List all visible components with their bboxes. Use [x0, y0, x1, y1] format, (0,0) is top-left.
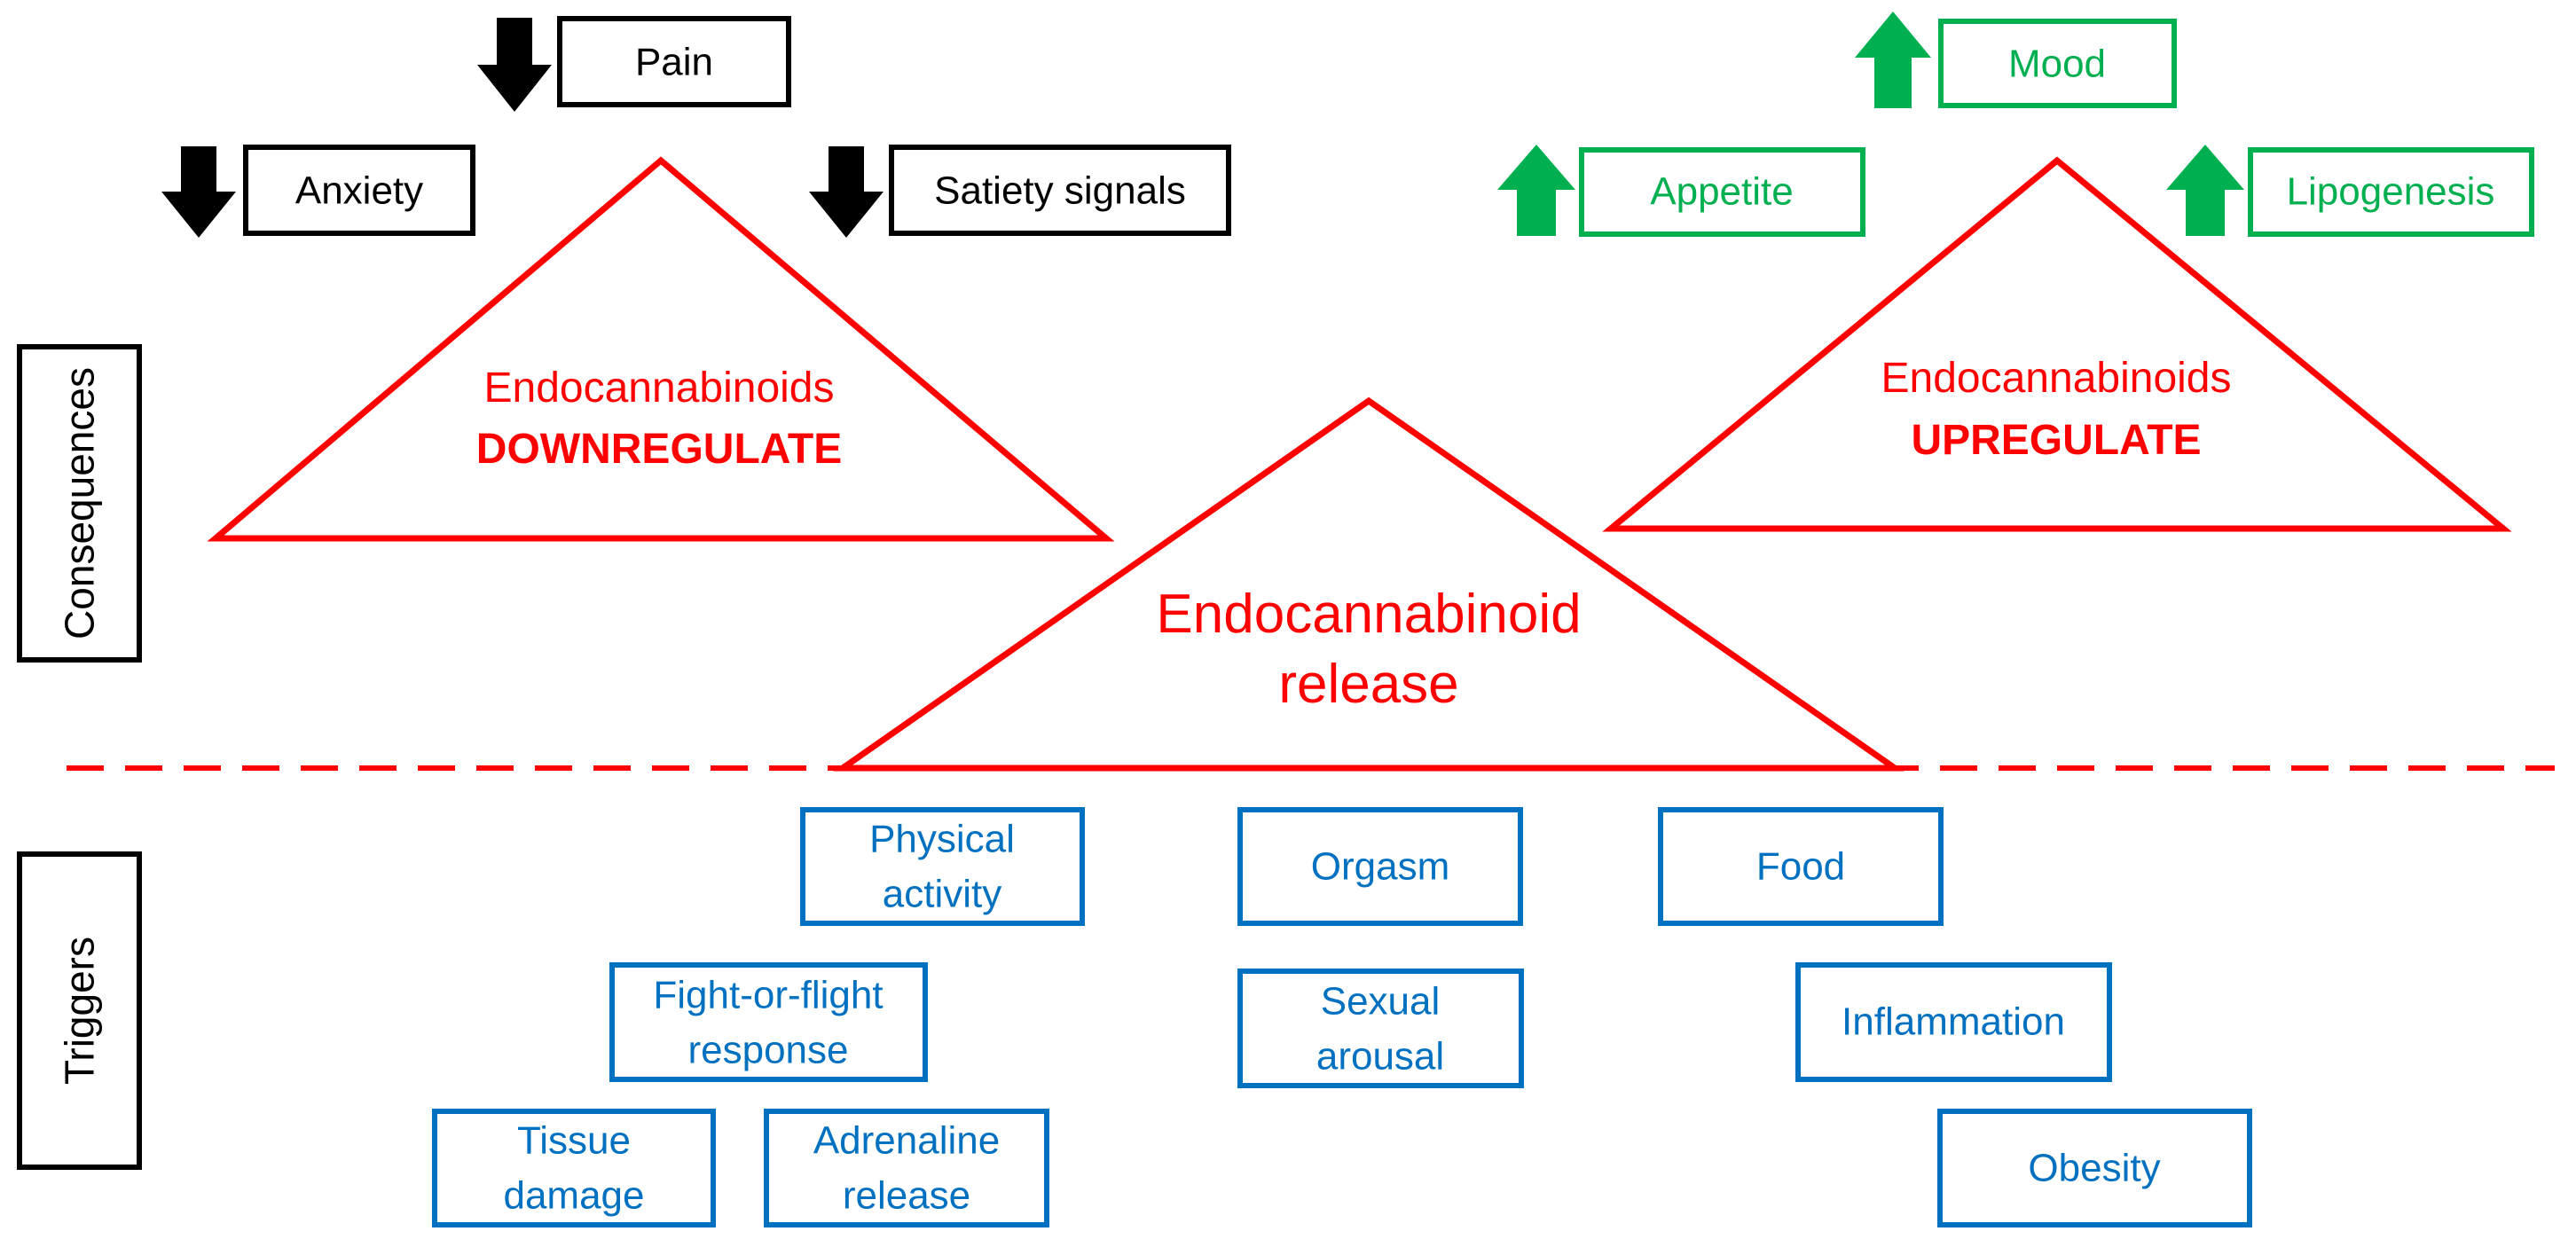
trigger-sexual-arousal: Sexual arousal [1237, 969, 1524, 1088]
downregulate-title: Endocannabinoids [484, 365, 835, 412]
trigger-physical-activity-line1: Physical [869, 818, 1015, 861]
effect-lipogenesis: Lipogenesis [2166, 145, 2534, 237]
trigger-food-label: Food [1756, 845, 1845, 889]
downregulate-triangle [207, 156, 1115, 542]
effect-pain-label: Pain [635, 41, 713, 84]
effect-lipogenesis-label: Lipogenesis [2287, 170, 2495, 214]
effect-satiety-signals-label: Satiety signals [934, 169, 1186, 213]
effect-mood: Mood [1855, 12, 2177, 108]
trigger-adrenaline-release-line2: release [843, 1174, 970, 1218]
effect-anxiety: Anxiety [161, 145, 475, 238]
trigger-physical-activity: Physical activity [800, 807, 1085, 926]
down-arrow-icon [477, 18, 552, 112]
trigger-adrenaline-release: Adrenaline release [764, 1109, 1049, 1227]
consequences-label-box: Consequences [17, 344, 142, 663]
consequences-label: Consequences [57, 367, 103, 639]
trigger-physical-activity-line2: activity [883, 873, 1001, 916]
effect-mood-label: Mood [2008, 43, 2106, 86]
trigger-inflammation: Inflammation [1795, 962, 2112, 1082]
upregulate-subtitle: UPREGULATE [1911, 417, 2201, 464]
trigger-sexual-arousal-line2: arousal [1316, 1035, 1444, 1078]
down-arrow-icon [161, 146, 236, 238]
trigger-fight-or-flight-line1: Fight-or-flight [653, 974, 883, 1017]
release-title: Endocannabinoid [1156, 584, 1581, 645]
up-arrow-icon [2166, 145, 2244, 236]
effect-anxiety-label: Anxiety [295, 169, 423, 213]
trigger-orgasm: Orgasm [1237, 807, 1523, 926]
effect-pain: Pain [477, 16, 791, 112]
effect-appetite-label: Appetite [1650, 170, 1793, 214]
trigger-tissue-damage: Tissue damage [432, 1109, 716, 1227]
trigger-obesity-label: Obesity [2028, 1147, 2160, 1190]
upregulate-triangle [1602, 156, 2512, 532]
effect-appetite: Appetite [1497, 145, 1865, 237]
downregulate-subtitle: DOWNREGULATE [476, 426, 842, 473]
down-arrow-icon [809, 146, 884, 238]
up-arrow-icon [1855, 12, 1931, 108]
trigger-inflammation-label: Inflammation [1842, 1000, 2065, 1044]
trigger-fight-or-flight-line2: response [687, 1029, 848, 1072]
triggers-label-box: Triggers [17, 851, 142, 1170]
trigger-adrenaline-release-line1: Adrenaline [813, 1119, 1000, 1163]
effect-satiety-signals: Satiety signals [809, 145, 1231, 238]
release-subtitle: release [1278, 654, 1458, 715]
trigger-food: Food [1658, 807, 1944, 926]
release-triangle [832, 396, 1905, 772]
up-arrow-icon [1497, 145, 1575, 236]
trigger-orgasm-label: Orgasm [1311, 845, 1449, 889]
trigger-sexual-arousal-line1: Sexual [1321, 980, 1441, 1023]
trigger-fight-or-flight-response: Fight-or-flight response [609, 962, 928, 1082]
upregulate-title: Endocannabinoids [1881, 355, 2232, 402]
trigger-obesity: Obesity [1937, 1109, 2252, 1227]
trigger-tissue-damage-line1: Tissue [517, 1119, 631, 1163]
trigger-tissue-damage-line2: damage [503, 1174, 644, 1218]
triggers-label: Triggers [57, 937, 103, 1085]
